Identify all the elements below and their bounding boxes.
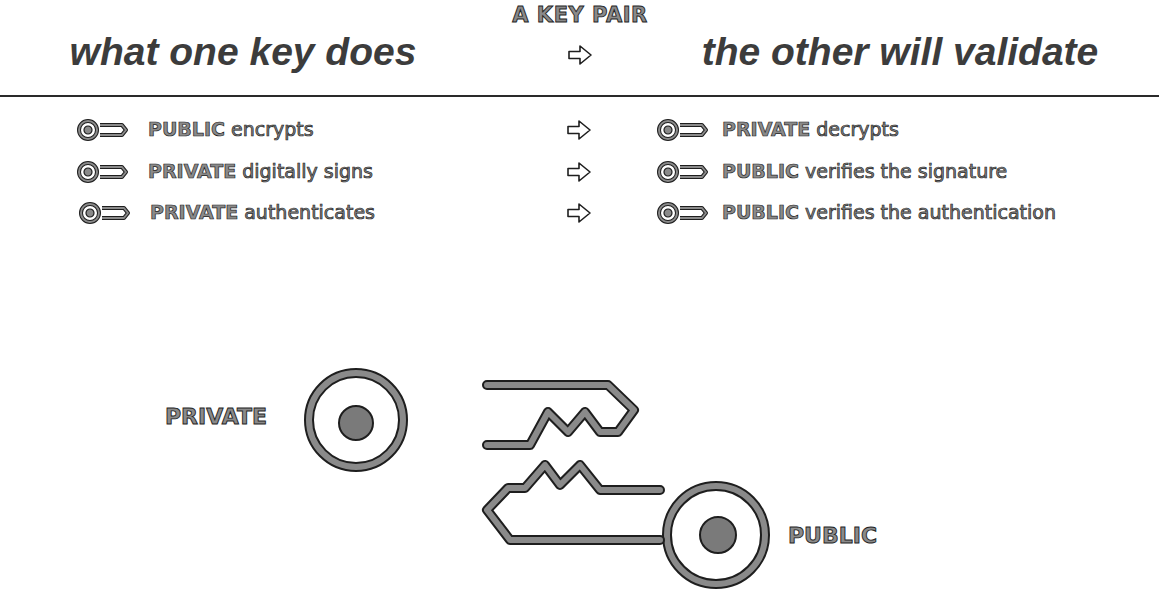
key-name: PUBLIC — [722, 160, 799, 182]
key-label: PUBLIC — [788, 523, 877, 548]
key-name: PRIVATE — [722, 118, 810, 140]
column-heading: the other will validate — [702, 30, 1099, 75]
public-key-drawing — [487, 465, 765, 584]
key-icon — [659, 121, 706, 139]
row-arrow — [568, 163, 590, 181]
key-name: PUBLIC — [148, 118, 225, 140]
private-key-drawing — [309, 373, 634, 467]
key-action: decrypts — [816, 118, 899, 140]
label-text: PRIVATE — [165, 404, 267, 429]
key-action: digitally signs — [242, 160, 373, 182]
key-role-row: PRIVATE authenticates — [150, 202, 375, 224]
key-role-row: PUBLIC encrypts — [148, 119, 314, 141]
key-label: PRIVATE — [165, 404, 267, 429]
key-icon — [659, 204, 706, 222]
key-action: verifies the authentication — [805, 201, 1056, 223]
key-name: PRIVATE — [148, 160, 236, 182]
key-role-row: PUBLIC verifies the authentication — [722, 202, 1056, 224]
label-text: PUBLIC — [788, 523, 877, 548]
key-action: verifies the signature — [805, 160, 1007, 182]
key-role-row: PRIVATE decrypts — [722, 119, 899, 141]
key-icon — [79, 121, 126, 139]
row-arrow — [568, 204, 590, 222]
key-action: encrypts — [231, 118, 314, 140]
key-icon — [81, 204, 128, 222]
header-rule — [0, 95, 1159, 97]
column-heading: what one key does — [70, 30, 417, 75]
key-name: PUBLIC — [722, 201, 799, 223]
label-text: the other will validate — [702, 30, 1099, 73]
key-icon — [79, 163, 126, 181]
key-action: authenticates — [244, 201, 375, 223]
label-text: what one key does — [70, 30, 417, 73]
key-name: PRIVATE — [150, 201, 238, 223]
row-arrow — [568, 121, 590, 139]
header-arrow — [569, 46, 591, 64]
diagram-title: A KEY PAIR — [512, 3, 647, 27]
key-icon — [659, 163, 706, 181]
key-role-row: PRIVATE digitally signs — [148, 161, 373, 183]
key-role-row: PUBLIC verifies the signature — [722, 161, 1007, 183]
